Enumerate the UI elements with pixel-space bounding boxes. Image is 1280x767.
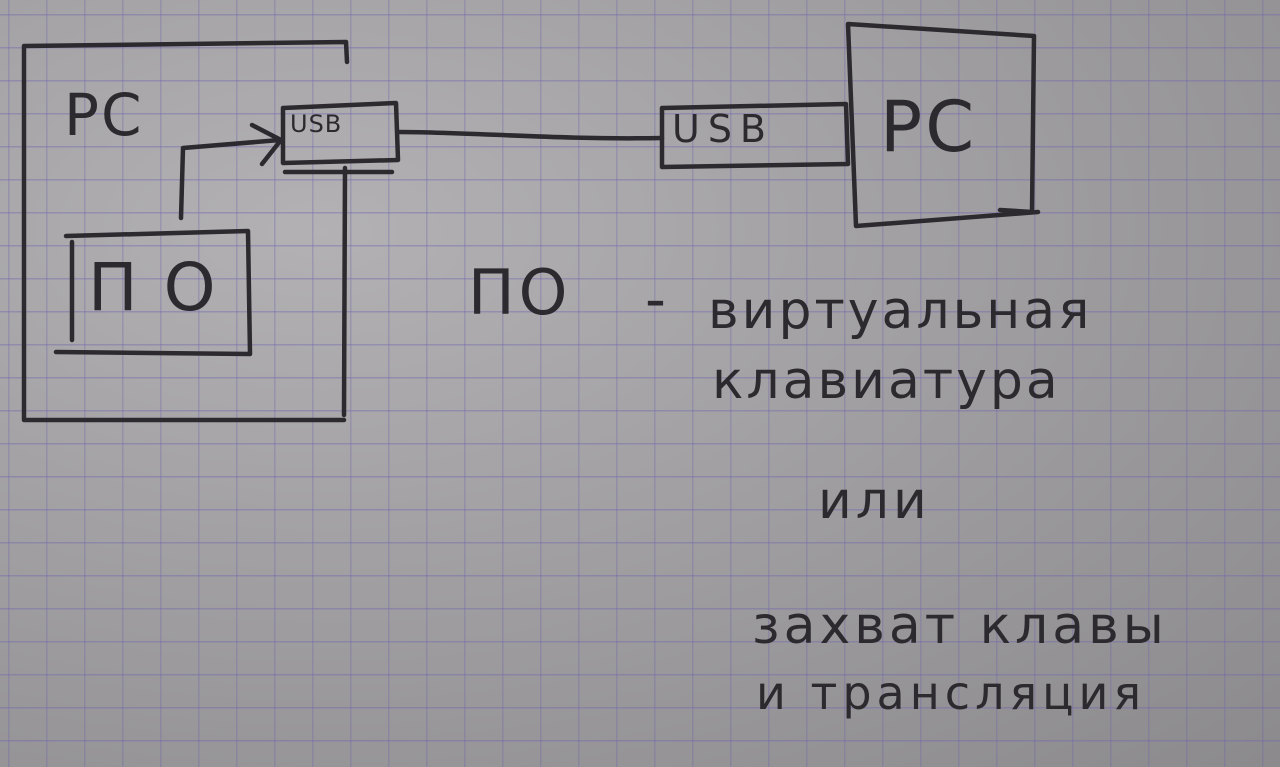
left-usb-label: USB: [290, 110, 343, 138]
left-pc-label: PC: [64, 81, 144, 149]
note-option1-line2: клавиатура: [712, 351, 1061, 411]
right-usb-label: USB: [672, 107, 775, 151]
usb-cable: [395, 129, 665, 141]
note-or: или: [818, 471, 931, 531]
note-subject: ПО: [468, 256, 572, 329]
right-usb-box: [659, 101, 851, 170]
arrow-software-to-usb: [178, 122, 284, 221]
note-option1-line1: виртуальная: [708, 281, 1093, 341]
software-box-label: ПО: [88, 249, 242, 326]
note-dash: -: [645, 265, 666, 333]
left-usb-box: [280, 100, 401, 175]
left-pc-box: [21, 39, 350, 423]
note-option2-line1: захват клавы: [752, 596, 1168, 656]
note-option2-line2: и трансляция: [756, 666, 1147, 720]
software-box: [53, 228, 253, 357]
right-pc-label: PC: [880, 86, 978, 168]
right-pc-box: [845, 21, 1041, 229]
